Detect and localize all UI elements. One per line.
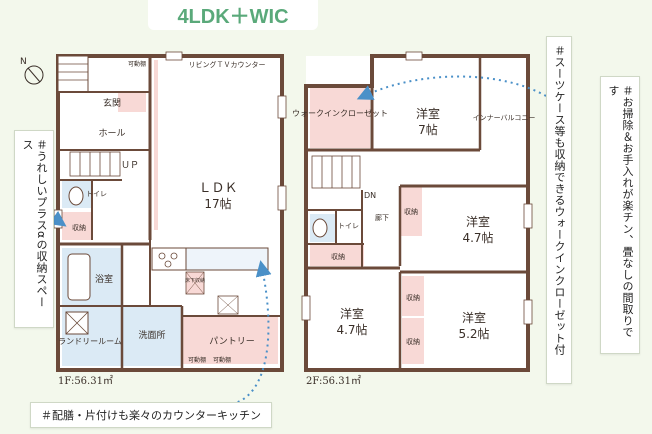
laundry-label: ランドリールーム <box>58 337 122 346</box>
hall-label: ホール <box>98 128 125 139</box>
room52-size: 5.2帖 <box>458 326 489 341</box>
movable-shelf-2: 可動棚 <box>188 356 206 364</box>
ldk-size: 17帖 <box>204 196 231 211</box>
page-title: 4LDK＋WIC <box>148 0 318 30</box>
note-storage-plus: ＃うれしいプラスαの収納スペース <box>14 130 54 328</box>
room52-label: 洋室 <box>462 310 486 325</box>
room47a-label: 洋室 <box>340 306 364 321</box>
compass-icon: N <box>20 57 44 85</box>
floor-2-plan <box>301 51 533 372</box>
washroom-label: 洗面所 <box>138 329 165 341</box>
corridor-label: 廊下 <box>375 213 389 222</box>
pantry-label: パントリー <box>209 336 254 347</box>
storage-1f-fill <box>62 212 92 240</box>
kitchen-arrow <box>231 260 272 405</box>
movable-shelf-1: 可動棚 <box>128 60 146 68</box>
washroom-fill <box>122 306 182 366</box>
note-counter-kitchen: ＃配膳・片付けも楽々のカウンターキッチン <box>30 402 272 428</box>
storage-2f-b: 収納 <box>404 207 418 216</box>
floor1-area: 1F:56.31㎡ <box>58 375 113 387</box>
room47a-size: 4.7帖 <box>336 322 367 337</box>
note-cleaning: ＃お掃除＆お手入れが楽チン、畳なしの間取りです <box>600 76 640 354</box>
wic-arrow <box>356 75 547 100</box>
wic-fill <box>310 88 370 148</box>
underfloor-label: 床下収納 <box>185 277 205 284</box>
storage-2f-a: 収納 <box>331 252 345 261</box>
wic-label: ウォークインクローゼット <box>292 108 388 118</box>
movable-shelf-3: 可動棚 <box>213 356 231 364</box>
inner-balcony-label: インナーバルコニー <box>473 114 536 122</box>
ldk-label: ＬＤＫ <box>198 181 237 196</box>
room47b-label: 洋室 <box>466 214 490 229</box>
note-wic: ＃スーツケース等も収納できるウォークインクローゼット付 <box>546 36 572 384</box>
room7-label: 洋室 <box>416 106 440 121</box>
tv-counter-label: リビングＴＶカウンター <box>189 60 266 69</box>
floor2-area: 2F:56.31㎡ <box>306 375 361 387</box>
storage-1f-label: 収納 <box>72 223 86 232</box>
genkan-label: 玄関 <box>103 97 121 109</box>
toilet-2f-label: トイレ <box>338 222 359 230</box>
room47b-size: 4.7帖 <box>462 230 493 245</box>
dn-label: DN <box>364 191 376 200</box>
toilet-1f-label: トイレ <box>86 190 107 198</box>
pantry-fill <box>182 316 278 364</box>
storage-2f-d: 収納 <box>406 337 420 346</box>
compass-label: N <box>20 57 27 67</box>
up-label: ＵＰ <box>121 161 139 171</box>
room7-size: 7帖 <box>418 122 438 137</box>
bath-label: 浴室 <box>95 273 113 285</box>
storage-2f-c: 収納 <box>406 293 420 302</box>
floor-1-plan <box>53 51 287 372</box>
